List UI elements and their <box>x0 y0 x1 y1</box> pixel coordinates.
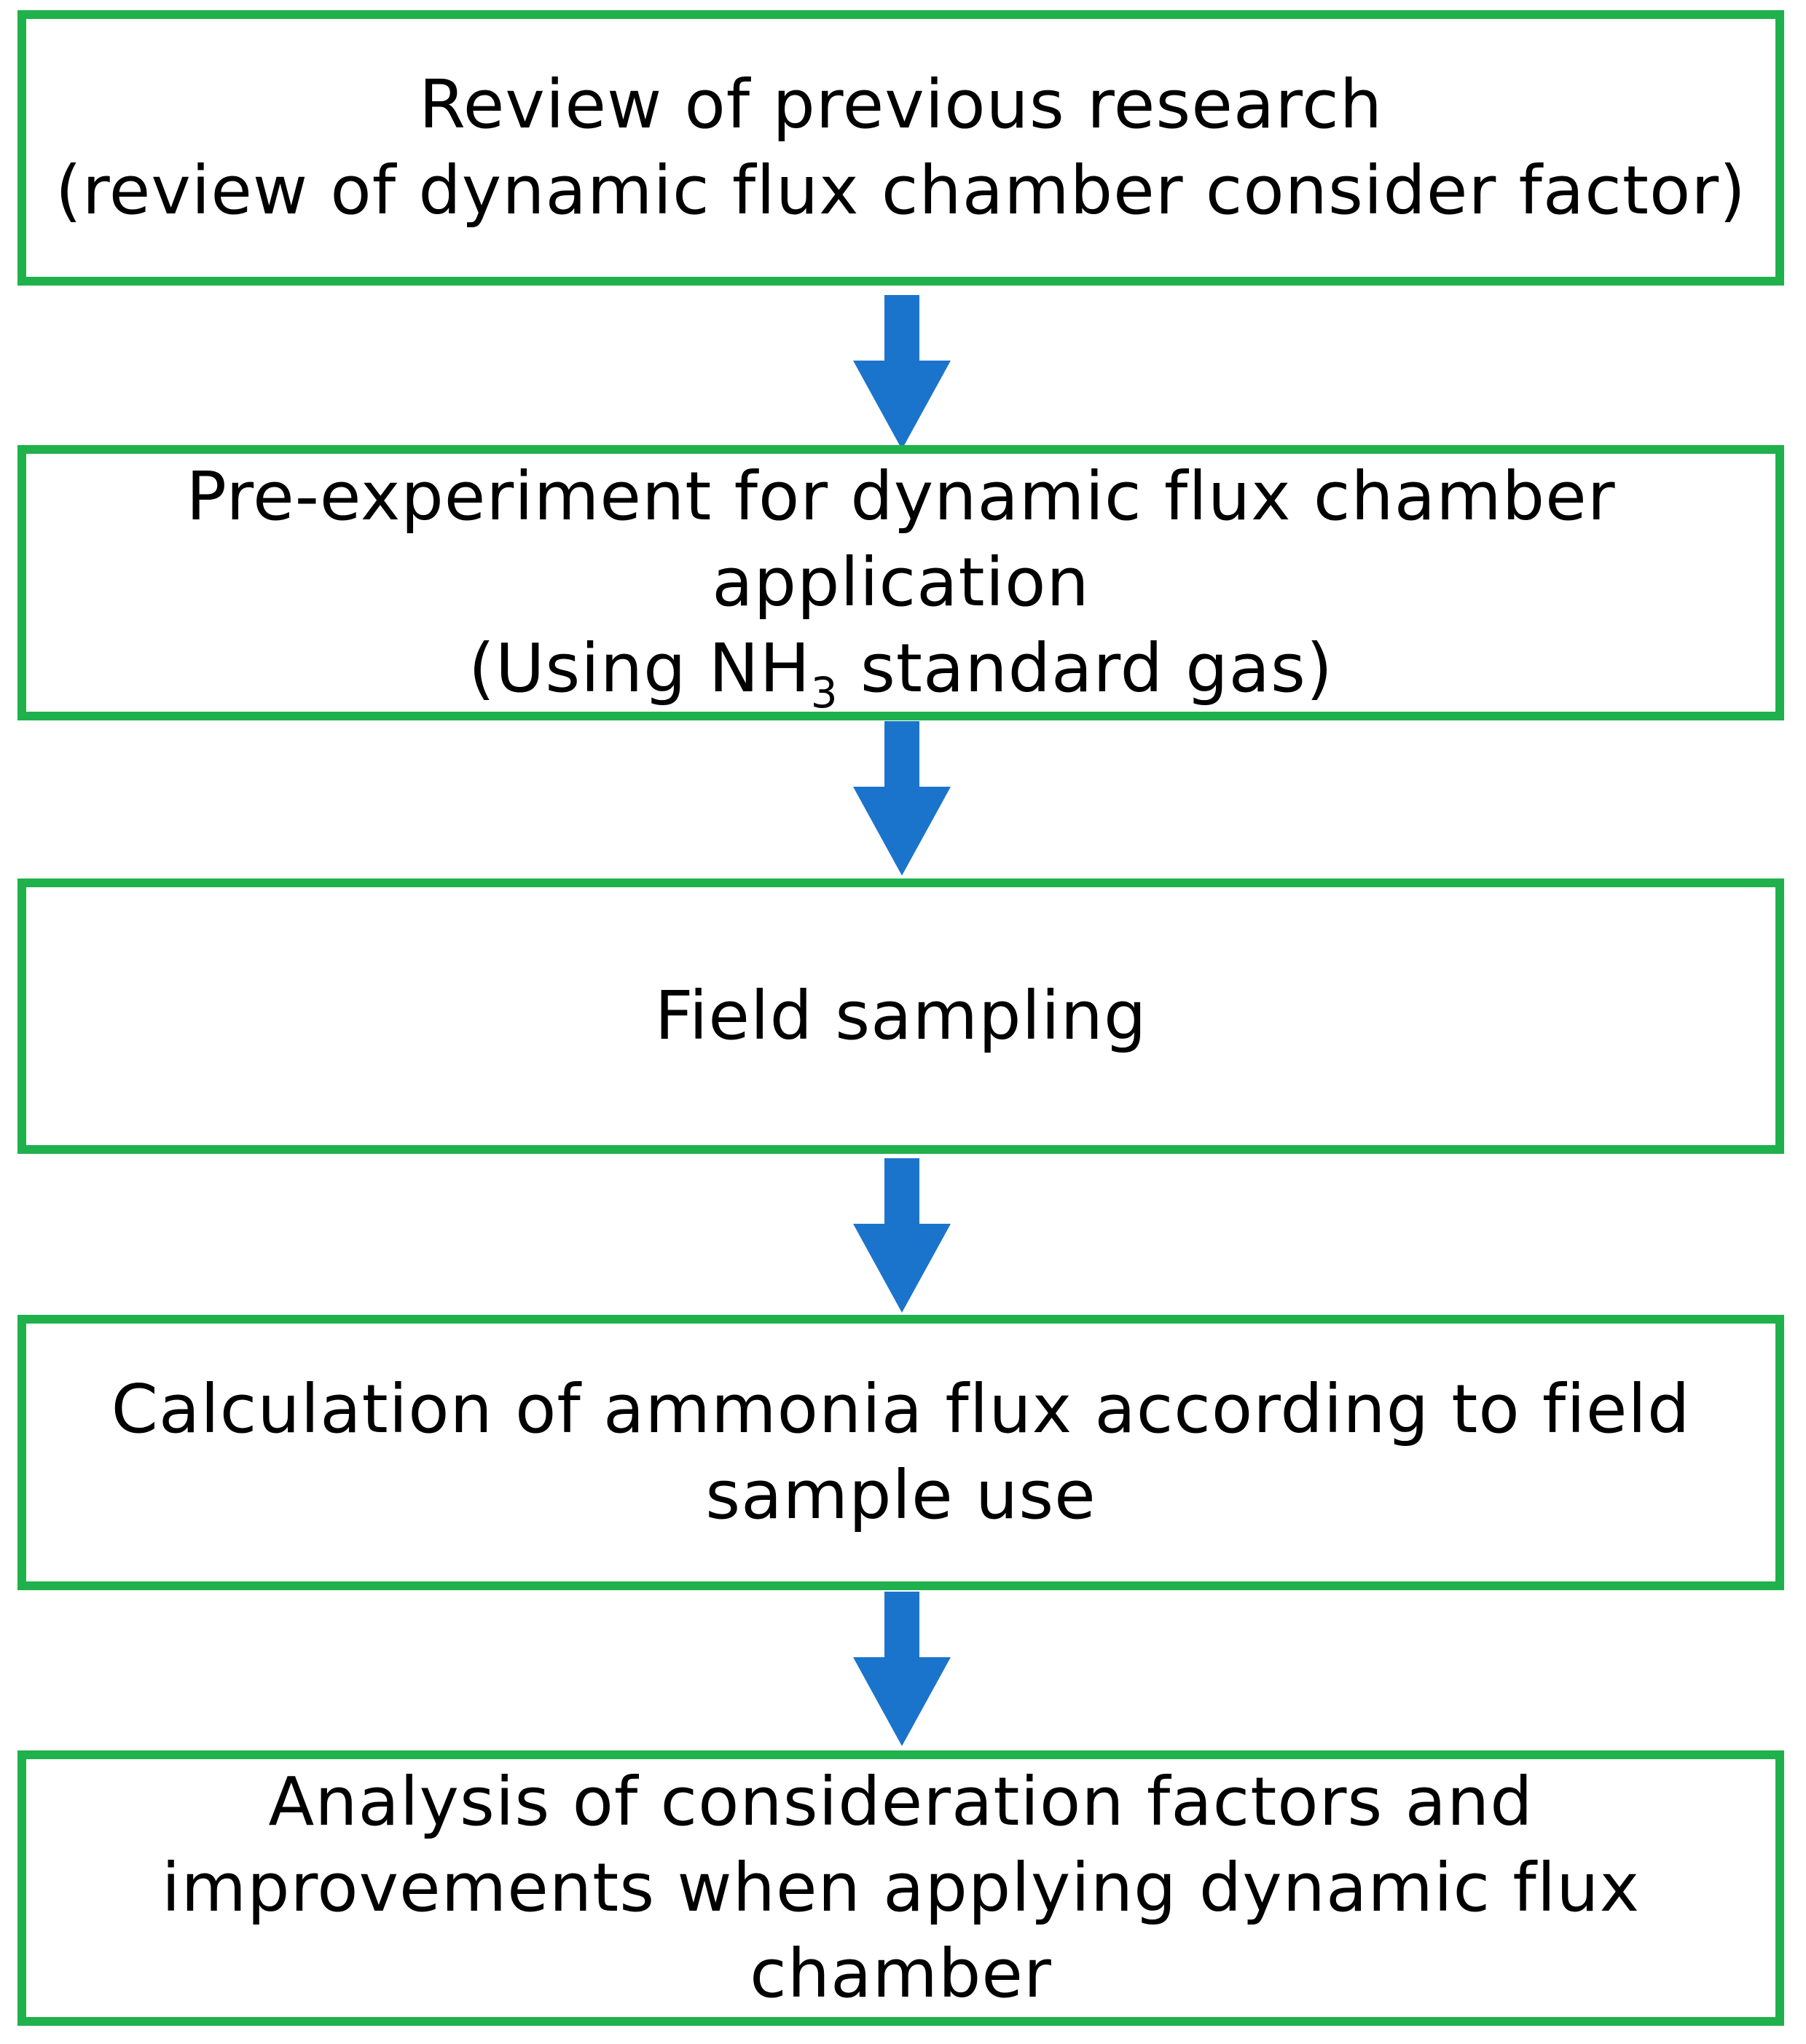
flow-step-analysis: Analysis of consideration factors and im… <box>17 1750 1784 2026</box>
formula-subscript: 3 <box>810 668 839 718</box>
step-text-line: Review of previous research <box>419 66 1383 144</box>
step-text-line: Field sampling <box>654 977 1147 1055</box>
step-text-line: Pre-experiment for dynamic flux chamber <box>186 457 1616 535</box>
step-text-line: Calculation of ammonia flux according to… <box>111 1370 1691 1448</box>
step-text-line: (review of dynamic flux chamber consider… <box>55 152 1746 229</box>
flow-step-review: Review of previous research (review of d… <box>17 10 1784 286</box>
step-text-line: improvements when applying dynamic flux <box>161 1849 1641 1927</box>
step-text-line: chamber <box>750 1935 1052 2013</box>
step-text-line: sample use <box>705 1456 1096 1534</box>
flow-step-field-sampling: Field sampling <box>17 878 1784 1154</box>
step-text-line-formula: (Using NH3 standard gas) <box>468 626 1333 714</box>
step-text-line: application <box>712 543 1090 621</box>
down-arrow-icon <box>853 1592 951 1746</box>
flow-step-pre-experiment: Pre-experiment for dynamic flux chamber … <box>17 445 1784 720</box>
step-text-line: Analysis of consideration factors and <box>268 1763 1534 1841</box>
down-arrow-icon <box>853 1158 951 1313</box>
formula-prefix: (Using NH <box>468 629 811 707</box>
down-arrow-icon <box>853 295 951 449</box>
down-arrow-icon <box>853 721 951 876</box>
flow-step-calculation: Calculation of ammonia flux according to… <box>17 1315 1784 1590</box>
formula-suffix: standard gas) <box>838 629 1333 707</box>
